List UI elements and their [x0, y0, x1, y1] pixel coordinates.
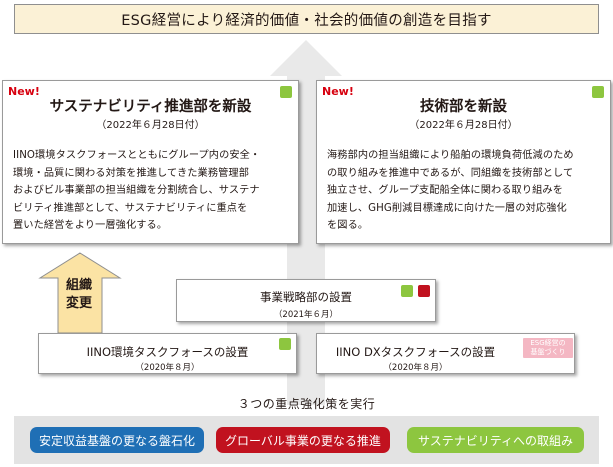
technical-dept-description: 海務部内の担当組織により船舶の環境負荷低減のため の取り組みを推進中であるが、同… — [327, 147, 600, 235]
description-line: 海務部内の担当組織により船舶の環境負荷低減のため — [327, 150, 574, 161]
description-line: を図る。 — [327, 220, 369, 231]
technical-green-marker — [592, 86, 604, 98]
pillars-bar: 安定収益基盤の更なる盤石化 グローバル事業の更なる推進 サステナビリティへの取組… — [14, 416, 599, 464]
pillar-stable-revenue: 安定収益基盤の更なる盤石化 — [30, 427, 204, 453]
sustainability-dept-title: サステナビリティ推進部を新設 — [49, 99, 252, 115]
three-strategies-label: ３つの重点強化策を実行 — [237, 397, 376, 411]
env-taskforce-box: IINO環境タスクフォースの設置 （2020年８月） — [38, 333, 297, 374]
sustainability-dept-date: （2022年６月28日付） — [96, 120, 205, 131]
description-line: IINO環境タスクフォースとともにグループ内の安全・ — [13, 150, 261, 161]
description-line: 独立させ、グループ支配船全体に関わる取り組みを — [327, 185, 563, 196]
goal-banner-text: ESG経営により経済的価値・社会的価値の創造を目指す — [121, 12, 492, 29]
org-change-line: 組織 — [65, 278, 92, 293]
technical-dept-date: （2022年６月28日付） — [409, 120, 518, 131]
strategy-dept-box: 事業戦略部の設置 （2021年６月） — [176, 279, 436, 322]
strategy-red-marker — [418, 285, 430, 297]
badge-line: 基盤づくり — [530, 348, 566, 356]
new-label: New! — [8, 85, 40, 98]
dx-taskforce-date: （2020年８月） — [383, 363, 448, 373]
description-line: 環境・品質に関わる対策を推進してきた業務管理部 — [13, 167, 249, 179]
sustainability-dept-description: IINO環境タスクフォースとともにグループ内の安全・ 環境・品質に関わる対策を推… — [13, 147, 288, 235]
description-line: ビリティ推進部として、サステナビリティに重点を — [13, 202, 248, 214]
sustainability-green-marker — [280, 86, 292, 98]
technical-dept-card: New! 技術部を新設 （2022年６月28日付） 海務部内の担当組織により船舶… — [316, 80, 611, 244]
strategy-dept-date: （2021年６月） — [273, 310, 339, 320]
description-line: 置いた経営をより一層強化する。 — [13, 220, 168, 231]
description-line: 加速し、GHG削減目標達成に向けた一層の対応強化 — [327, 202, 567, 214]
esg-foundation-badge: ESG経営の 基盤づくり — [523, 338, 573, 358]
pillar-sustainability: サステナビリティへの取組み — [407, 427, 584, 453]
sustainability-dept-card: New! サステナビリティ推進部を新設 （2022年６月28日付） IINO環境… — [2, 80, 299, 244]
description-line: およびビル事業部の担当組織を分割統合し、サステナ — [13, 185, 260, 196]
description-line: の取り組みを推進中であるが、同組織を技術部として — [327, 167, 574, 179]
technical-dept-title: 技術部を新設 — [420, 99, 507, 115]
pillar-global-business: グローバル事業の更なる推進 — [216, 427, 390, 453]
badge-line: ESG経営の — [530, 339, 566, 347]
org-change-label: 組織 変更 — [59, 277, 99, 313]
goal-banner: ESG経営により経済的価値・社会的価値の創造を目指す — [14, 4, 599, 34]
org-change-line: 変更 — [65, 296, 92, 311]
strategy-green-marker — [401, 285, 413, 297]
strategy-dept-title: 事業戦略部の設置 — [260, 290, 352, 304]
env-taskforce-title: IINO環境タスクフォースの設置 — [86, 345, 249, 359]
dx-taskforce-title: IINO DXタスクフォースの設置 — [335, 345, 496, 359]
env-taskforce-date: （2020年８月） — [135, 363, 200, 373]
new-label: New! — [322, 85, 354, 98]
env-taskforce-green-marker — [279, 338, 291, 350]
